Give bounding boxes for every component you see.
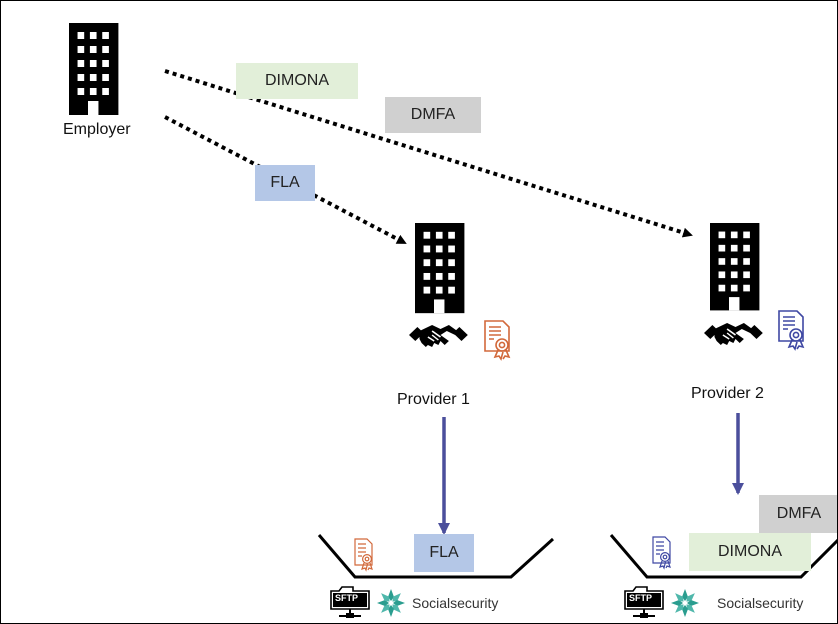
provider2-sftp-tray: [609, 534, 837, 579]
sftp-label-right: SFTP: [629, 593, 653, 603]
employer-building-icon: [69, 23, 119, 115]
socialsecurity-logo-icon-right: [671, 589, 699, 617]
provider1-sftp-tray: [317, 534, 555, 579]
socialsecurity-label-left: Socialsecurity: [412, 595, 499, 611]
fla-tag-bottom: FLA: [414, 534, 474, 572]
tray2-certificate-icon: [652, 536, 671, 569]
dmfa-tag-top: DMFA: [385, 97, 481, 133]
provider1-certificate-icon: [484, 320, 510, 360]
sftp-label-left: SFTP: [335, 593, 359, 603]
socialsecurity-label-right: Socialsecurity: [717, 595, 804, 611]
dmfa-tag-bottom: DMFA: [759, 495, 837, 533]
fla-tag-top: FLA: [255, 165, 315, 201]
provider2-building-icon: [710, 223, 760, 311]
employer-to-provider1-arrow: [164, 115, 407, 245]
employer-label: Employer: [63, 121, 131, 138]
tray1-certificate-icon: [354, 538, 373, 571]
provider2-handshake-icon: [703, 322, 764, 346]
dimona-tag-top: DIMONA: [236, 63, 358, 99]
dimona-tag-bottom: DIMONA: [689, 533, 811, 571]
provider1-handshake-icon: [408, 324, 469, 348]
provider2-label: Provider 2: [691, 385, 764, 402]
provider1-label: Provider 1: [397, 391, 470, 408]
provider1-building-icon: [415, 223, 465, 314]
socialsecurity-logo-icon-left: [377, 589, 405, 617]
provider2-certificate-icon: [778, 310, 804, 350]
